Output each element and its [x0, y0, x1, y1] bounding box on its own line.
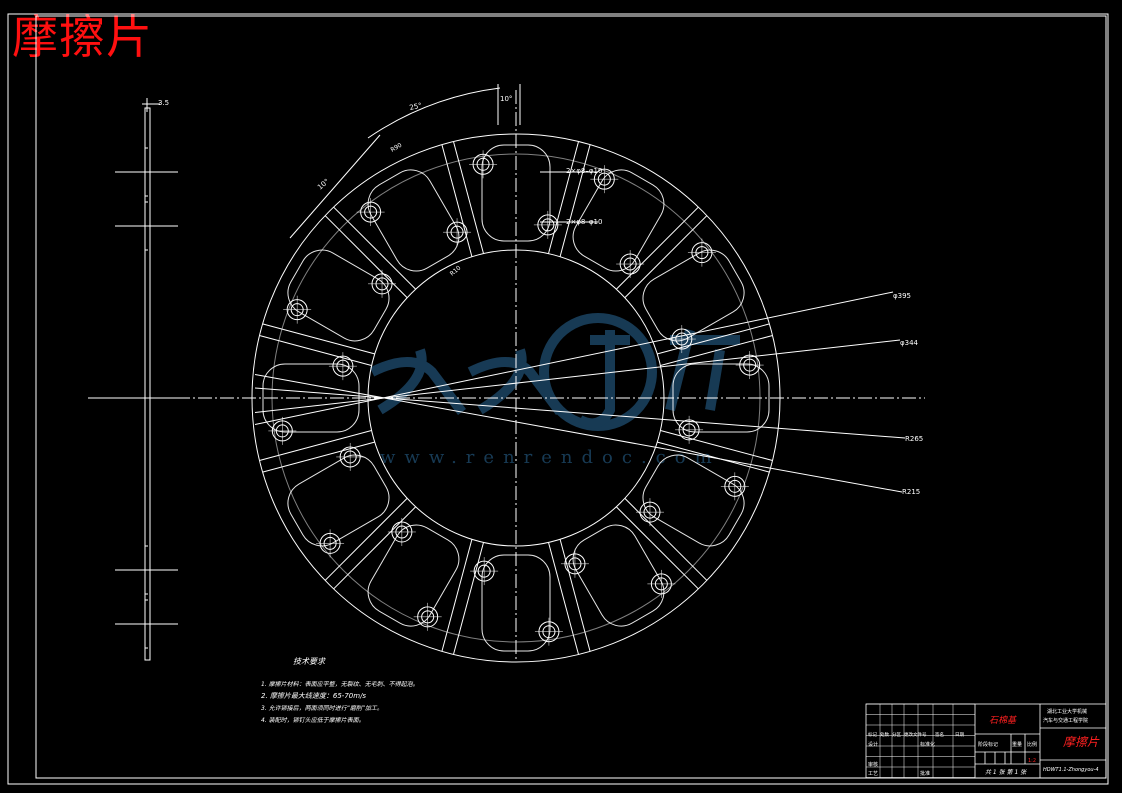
note-item-2: 2. 摩擦片最大线速度：65-70m/s	[261, 692, 366, 700]
tb-row-label-4: 签名	[935, 731, 944, 738]
side-rivet-section	[144, 147, 151, 197]
tb-std: 标准化	[920, 741, 935, 748]
tb-scale-label: 比例	[1027, 741, 1037, 748]
slot-line	[324, 215, 408, 298]
slot-line	[548, 542, 580, 655]
tb-school: 湖北工业大学机械	[1047, 708, 1087, 715]
slot-line	[548, 141, 580, 254]
dim-angle-outer: 25°	[409, 102, 423, 112]
tb-role-check: 审核	[868, 761, 878, 768]
title-block-grid	[865, 703, 1107, 779]
dim-d4: R215	[902, 488, 920, 496]
dimension-leader	[254, 387, 906, 439]
pad-outline	[287, 249, 390, 342]
pad-outline	[572, 169, 665, 272]
slot-line	[657, 323, 770, 355]
tb-row-label-0: 标记	[868, 731, 877, 738]
tb-row-label-3: 更改文件号	[904, 731, 927, 738]
slot-line	[262, 323, 375, 355]
watermark: www.renrendoc.com	[369, 313, 740, 468]
slot-line	[259, 334, 372, 366]
dim-d2: φ344	[900, 339, 919, 347]
tb-scale: 1:2	[1028, 758, 1036, 764]
tb-row-label-5: 日期	[955, 732, 964, 738]
side-rivet-section	[144, 599, 151, 649]
dim-hole-upper: 2×φ8–φ10	[566, 167, 602, 175]
slot-line	[262, 441, 375, 473]
note-item-1: 1. 摩擦片材料：表面应平整，无裂纹、无毛刺、不得起泡。	[261, 680, 419, 688]
angle-dimension-arc	[367, 87, 501, 139]
friction-disk	[88, 84, 925, 663]
side-view-outline	[144, 107, 151, 661]
tb-row-label-2: 分区	[892, 731, 901, 738]
drawing-title-overlay: 摩擦片	[12, 10, 153, 64]
watermark-text: www.renrendoc.com	[380, 447, 721, 468]
dim-hole-lower: 2×φ8–φ10	[566, 218, 602, 226]
pad-outline	[287, 454, 390, 547]
slot-line	[441, 144, 473, 257]
slot-line	[333, 506, 416, 590]
tb-role-process: 工艺	[868, 771, 878, 777]
slot-line	[559, 539, 591, 652]
tb-role-design: 设计	[868, 741, 878, 748]
slot-line	[624, 498, 708, 581]
dim-thickness: 3.5	[158, 99, 169, 107]
tb-part-name: 摩擦片	[1063, 735, 1100, 749]
title-block: 石棉基 湖北工业大学机械 汽车与交通工程学院 摩擦片 HDWT1.1-Zhong…	[865, 703, 1107, 779]
slot-line	[660, 430, 773, 462]
slot-line	[441, 539, 473, 652]
tb-dept: 汽车与交通工程学院	[1043, 717, 1088, 724]
slot-line	[333, 206, 416, 290]
dim-d3: R265	[905, 435, 923, 443]
note-item-4: 4. 装配时，铆钉头应低于摩擦片表面。	[261, 716, 365, 724]
dimension-leader	[254, 339, 901, 413]
dim-r-slot: R90	[390, 142, 404, 154]
pad-outline	[642, 249, 745, 342]
dim-angle-left: 10°	[316, 177, 331, 191]
pad-outline	[481, 554, 551, 652]
tb-material: 石棉基	[989, 715, 1017, 726]
slot-line	[452, 542, 484, 655]
side-view	[88, 98, 178, 661]
watermark-glyphs-right	[577, 328, 740, 429]
side-rivet-section	[144, 201, 151, 251]
slot-line	[624, 215, 708, 298]
slot-line	[259, 430, 372, 462]
pad-outline	[367, 169, 460, 272]
tb-weight-label: 重量	[1012, 741, 1022, 748]
side-rivet-section	[144, 545, 151, 595]
angle-dimension-line	[497, 84, 521, 125]
pad-outline	[642, 454, 745, 547]
slot-line	[616, 506, 699, 590]
angle-dimension-line	[289, 134, 381, 239]
notes-heading: 技术要求	[293, 657, 326, 666]
technical-notes: 技术要求 1. 摩擦片材料：表面应平整，无裂纹、无毛刺、不得起泡。 2. 摩擦片…	[261, 657, 419, 724]
pad-outline	[572, 524, 665, 627]
dimension-leader	[254, 291, 894, 425]
dimension-leader	[254, 374, 903, 493]
slot-line	[559, 144, 591, 257]
dim-angle-small: 10°	[500, 95, 512, 103]
pad-outline	[672, 363, 770, 433]
pad-outline	[481, 144, 551, 242]
tb-row-label-1: 处数	[880, 731, 889, 738]
tb-drawing-no: HDWT1.1-Zhongyou-4	[1043, 767, 1099, 773]
pad-outline	[367, 524, 460, 627]
pad-outline	[262, 363, 360, 433]
watermark-glyphs-left	[369, 348, 564, 415]
tb-stage-label: 阶段标记	[978, 741, 998, 748]
slot-line	[657, 441, 770, 473]
slot-line	[324, 498, 408, 581]
drawing-frame	[7, 13, 1109, 785]
dim-r-inner-slot: R10	[449, 264, 463, 277]
dim-d1: φ395	[893, 292, 911, 300]
tb-approve: 批准	[920, 770, 930, 777]
note-item-3: 3. 允许铆接后，两面须同时进行“磨削”加工。	[261, 704, 383, 712]
slot-line	[660, 334, 773, 366]
slot-line	[452, 141, 484, 254]
slot-line	[616, 206, 699, 290]
tb-sheet-info: 共 1 张 第 1 张	[985, 768, 1027, 776]
